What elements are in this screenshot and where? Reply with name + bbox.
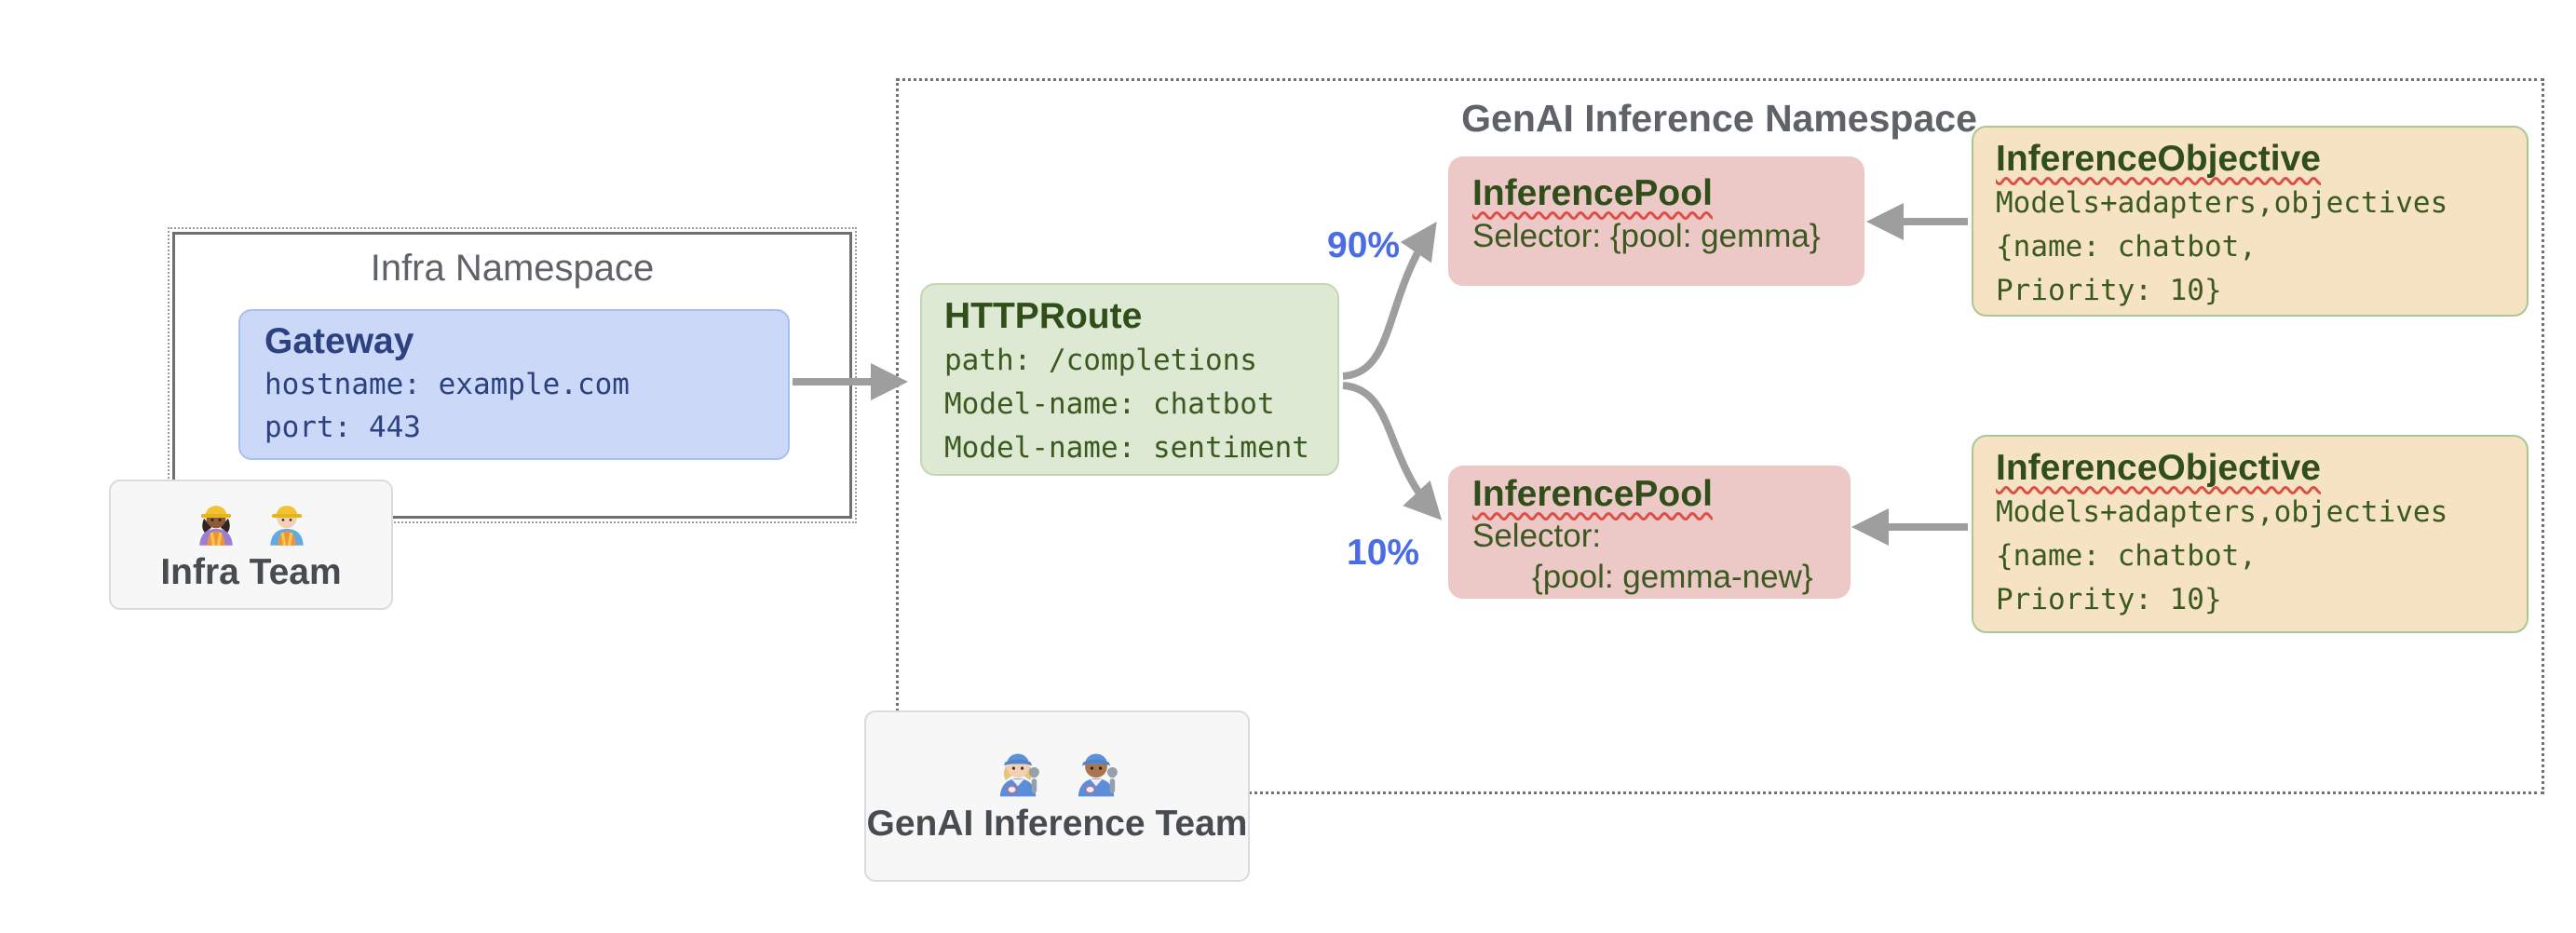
httproute-model-2: Model-name: sentiment <box>944 431 1309 465</box>
infra-namespace-title: Infra Namespace <box>370 248 655 289</box>
gateway-port: port: 443 <box>264 411 421 444</box>
inference-pool-gemma-new-selector-value: {pool: gemma-new} <box>1532 559 1813 595</box>
inference-pool-gemma-selector: Selector: {pool: gemma} <box>1472 218 1821 254</box>
genai-team-card: GenAI Inference Team <box>864 710 1250 882</box>
objective-top-line-2: {name: chatbot, <box>1996 230 2257 264</box>
gateway-title: Gateway <box>264 321 414 361</box>
httproute-title: HTTPRoute <box>944 296 1143 336</box>
httproute-model-1: Model-name: chatbot <box>944 387 1275 421</box>
genai-namespace-boundary <box>896 78 2544 794</box>
inference-objective-bottom-box: InferenceObjective Models+adapters,objec… <box>1972 435 2529 633</box>
genai-namespace-title: GenAI Inference Namespace <box>1461 97 1977 140</box>
infra-team-card: Infra Team <box>109 480 393 610</box>
objective-bottom-line-3: Priority: 10} <box>1996 583 2222 616</box>
inference-objective-top-title: InferenceObjective <box>1996 139 2321 179</box>
infra-namespace-boundary <box>168 227 857 523</box>
inference-pool-gemma-title: InferencePool <box>1472 173 1713 213</box>
man-construction-worker-light-skin-emoji <box>269 506 304 547</box>
inference-objective-top-box: InferenceObjective Models+adapters,objec… <box>1972 126 2529 317</box>
httproute-box: HTTPRoute path: /completions Model-name:… <box>920 283 1339 476</box>
man-mechanic-medium-skin-emoji <box>1078 753 1118 797</box>
httproute-path: path: /completions <box>944 344 1257 377</box>
infra-team-label: Infra Team <box>160 552 342 592</box>
woman-construction-worker-dark-skin-emoji <box>198 506 233 547</box>
traffic-weight-90: 90% <box>1327 225 1401 265</box>
infra-team-emojis <box>111 494 391 548</box>
gateway-hostname: hostname: example.com <box>264 368 630 401</box>
inference-pool-gemma-new-selector: Selector: <box>1472 518 1602 554</box>
objective-bottom-line-2: {name: chatbot, <box>1996 539 2257 573</box>
inference-pool-gemma-new-box: InferencePool Selector: {pool: gemma-new… <box>1448 466 1851 599</box>
gateway-box: Gateway hostname: example.com port: 443 <box>238 309 790 460</box>
traffic-weight-10: 10% <box>1347 533 1420 573</box>
objective-top-line-3: Priority: 10} <box>1996 274 2222 307</box>
objective-top-line-1: Models+adapters,objectives <box>1996 186 2448 220</box>
inference-objective-bottom-title: InferenceObjective <box>1996 448 2321 488</box>
woman-mechanic-light-skin-emoji <box>999 753 1039 797</box>
inference-pool-gemma-box: InferencePool Selector: {pool: gemma} <box>1448 156 1864 286</box>
inference-pool-gemma-new-title: InferencePool <box>1472 474 1713 514</box>
genai-team-emojis <box>866 738 1248 800</box>
genai-team-label: GenAI Inference Team <box>866 804 1248 844</box>
objective-bottom-line-1: Models+adapters,objectives <box>1996 495 2448 529</box>
